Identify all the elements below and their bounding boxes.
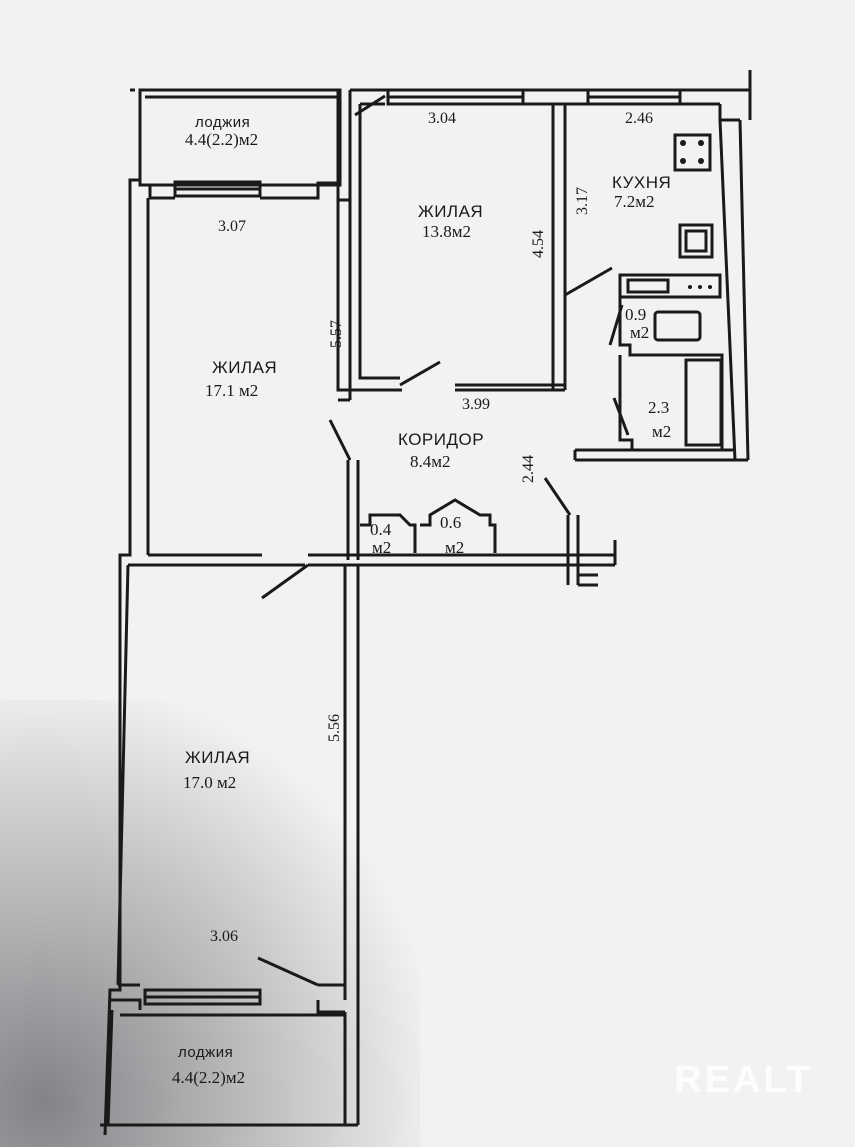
kitchen-area: 7.2м2 [614, 192, 655, 211]
dim-corridor-side: 2.44 [520, 455, 537, 483]
closet1-value: 0.4 [370, 520, 392, 539]
toilet-icon [653, 310, 702, 342]
closet2-unit: м2 [445, 538, 465, 557]
center-room-name: ЖИЛАЯ [418, 202, 484, 221]
counter-icon [618, 273, 722, 299]
wc-value: 0.9 [625, 305, 647, 324]
loggia-top-outline [138, 88, 342, 187]
realt-watermark: REALT [674, 1059, 813, 1101]
bathtub-icon [684, 358, 723, 447]
wc-unit: м2 [630, 323, 650, 342]
closet-2 [420, 498, 497, 553]
dim-center-bottom: 3.99 [462, 396, 490, 413]
dim-left-side: 5.57 [328, 320, 345, 348]
corridor-area: 8.4м2 [410, 452, 451, 471]
dim-center-side: 4.54 [530, 230, 547, 258]
dim-top-center: 3.04 [428, 110, 456, 127]
loggia-top-area: 4.4(2.2)м2 [185, 130, 259, 149]
dim-top-kitchen: 2.46 [625, 110, 653, 127]
kitchen-name: КУХНЯ [612, 173, 672, 192]
bottom-room-area: 17.0 м2 [183, 773, 237, 792]
loggia-bottom-area: 4.4(2.2)м2 [172, 1068, 246, 1087]
corridor-name: КОРИДОР [398, 430, 485, 449]
left-room-area: 17.1 м2 [205, 381, 259, 400]
stove-burners [680, 140, 712, 289]
loggia-top-name: лоджия [195, 114, 251, 131]
bottom-room-name: ЖИЛАЯ [185, 748, 251, 767]
dim-left-top: 3.07 [218, 218, 246, 235]
closet2-value: 0.6 [440, 513, 462, 532]
dim-bottom-width: 3.06 [210, 928, 238, 945]
bath-value: 2.3 [648, 398, 670, 417]
stove-icon [673, 133, 712, 172]
closet-1 [360, 513, 417, 553]
sink-icon [678, 223, 714, 259]
center-room-area: 13.8м2 [422, 222, 472, 241]
left-room-name: ЖИЛАЯ [212, 358, 278, 377]
dim-bottom-side: 5.56 [326, 714, 343, 742]
outer-left-wall [103, 90, 142, 1136]
bath-unit: м2 [652, 422, 672, 441]
loggia-bottom-name: лоджия [178, 1044, 234, 1061]
closet1-unit: м2 [372, 538, 392, 557]
dim-kitchen-side: 3.17 [574, 187, 591, 215]
